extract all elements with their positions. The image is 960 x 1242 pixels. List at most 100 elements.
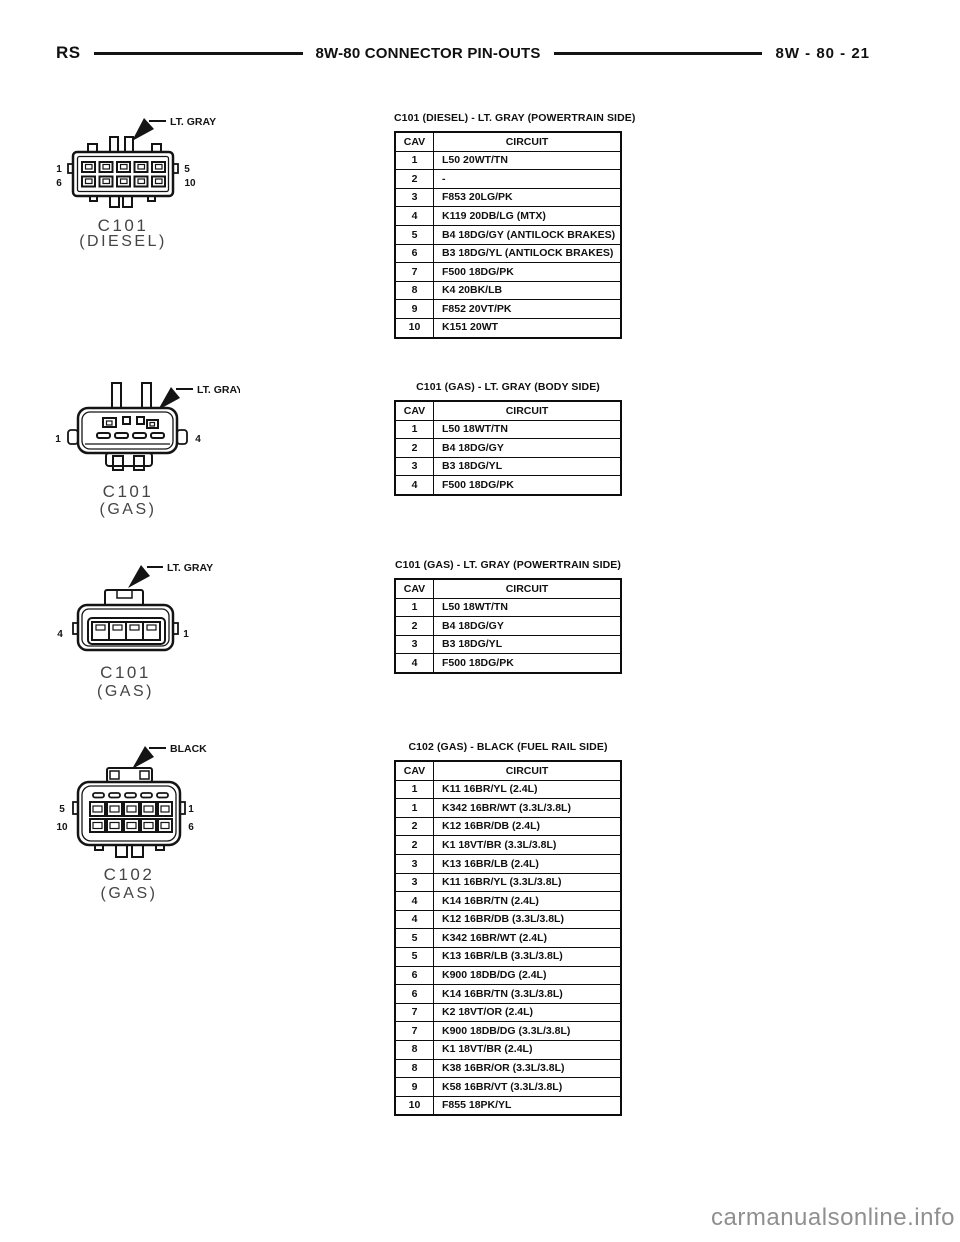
connector-drawing: LT. GRAY: [56, 116, 216, 208]
bottom-tabs: [89, 195, 156, 208]
cav-cell: 1: [394, 798, 434, 818]
bottom-tabs: [94, 844, 165, 858]
circuit-cell: K1 18VT/BR (3.3L/3.8L): [433, 835, 622, 855]
header-rule-right: [553, 51, 763, 55]
circuit-cell: K119 20DB/LG (MTX): [433, 206, 622, 226]
circuit-cell: F855 18PK/YL: [433, 1095, 622, 1116]
pin-number-label: 5: [184, 164, 190, 175]
connector-body-inner: [81, 785, 177, 842]
circuit-cell: F852 20VT/PK: [433, 299, 622, 319]
circuit-cell: K151 20WT: [433, 317, 622, 339]
pin-number-label: 4: [57, 629, 63, 640]
connector-color-label: LT. GRAY: [170, 116, 216, 128]
circuit-header: CIRCUIT: [433, 400, 622, 421]
connector-color-label: LT. GRAY: [197, 384, 240, 396]
circuit-cell: B4 18DG/GY: [433, 616, 622, 636]
circuit-cell: K900 18DB/DG (2.4L): [433, 965, 622, 986]
pin-number-label: 5: [59, 804, 65, 815]
cav-cell: 9: [394, 299, 434, 319]
cav-cell: 3: [394, 872, 434, 893]
pin-number-label: 10: [184, 178, 196, 189]
arrow-icon: [158, 387, 180, 410]
table-row: 2-: [394, 169, 622, 189]
top-prongs: [111, 382, 152, 410]
connector-body-inner: [81, 411, 174, 450]
cav-cell: 3: [394, 187, 434, 208]
top-tab: [104, 589, 144, 607]
connector-figure-c101-gas-powertrain: LT. GRAY 4 1 C101 (GAS): [50, 558, 225, 708]
cav-cell: 4: [394, 891, 434, 911]
circuit-cell: B3 18DG/YL: [433, 634, 622, 655]
page-number: 8W - 80 - 21: [775, 44, 871, 62]
pinout-table-c101-diesel: C101 (DIESEL) - LT. GRAY (POWERTRAIN SID…: [394, 112, 635, 339]
page-title: 8W-80 CONNECTOR PIN-OUTS: [315, 44, 541, 62]
cav-cell: 4: [394, 653, 434, 674]
circuit-cell: B3 18DG/YL: [433, 456, 622, 477]
circuit-cell: K11 16BR/YL (2.4L): [433, 779, 622, 800]
table-title: C101 (GAS) - LT. GRAY (BODY SIDE): [416, 381, 600, 393]
cav-cell: 2: [394, 169, 434, 189]
connector-figure-c101-gas-body: LT. GRAY: [50, 380, 240, 530]
circuit-cell: K900 18DB/DG (3.3L/3.8L): [433, 1021, 622, 1041]
cav-cell: 6: [394, 965, 434, 986]
cav-header: CAV: [394, 760, 434, 781]
cav-cell: 6: [394, 984, 434, 1004]
cav-cell: 5: [394, 928, 434, 948]
circuit-header: CIRCUIT: [433, 131, 622, 152]
arrow-icon: [128, 565, 150, 588]
circuit-cell: K14 16BR/TN (2.4L): [433, 891, 622, 911]
circuit-cell: K4 20BK/LB: [433, 280, 622, 301]
connector-drawing: BLACK: [56, 743, 207, 858]
pin-number-label: 6: [188, 822, 194, 833]
cav-cell: 2: [394, 835, 434, 855]
cav-cell: 9: [394, 1077, 434, 1097]
header-rule-left: [93, 51, 303, 55]
connector-name: C101: [97, 216, 149, 235]
cav-cell: 1: [394, 779, 434, 800]
connector-name: C102: [103, 865, 155, 884]
keyway-slots: [92, 792, 169, 799]
pin-grid: [81, 161, 166, 188]
table-title: C102 (GAS) - BLACK (FUEL RAIL SIDE): [408, 741, 608, 753]
circuit-cell: K13 16BR/LB (3.3L/3.8L): [433, 946, 622, 967]
pin-slots: [96, 432, 165, 439]
cav-cell: 10: [394, 1095, 434, 1116]
top-tabs: [87, 136, 162, 153]
circuit-cell: K13 16BR/LB (2.4L): [433, 853, 622, 874]
cav-header: CAV: [394, 400, 434, 421]
connector-variant: (DIESEL): [79, 233, 167, 250]
cav-cell: 4: [394, 909, 434, 930]
circuit-header: CIRCUIT: [433, 760, 622, 781]
cav-cell: 7: [394, 1021, 434, 1041]
page-header: RS 8W-80 CONNECTOR PIN-OUTS 8W - 80 - 21: [56, 42, 870, 64]
circuit-header: CIRCUIT: [433, 578, 622, 599]
arrow-icon: [132, 746, 154, 769]
circuit-cell: K2 18VT/OR (2.4L): [433, 1002, 622, 1023]
connector-body: [71, 150, 175, 198]
cav-cell: 8: [394, 1058, 434, 1079]
circuit-cell: K12 16BR/DB (3.3L/3.8L): [433, 909, 622, 930]
cav-cell: 3: [394, 634, 434, 655]
cav-cell: 7: [394, 262, 434, 282]
circuit-cell: K38 16BR/OR (3.3L/3.8L): [433, 1058, 622, 1079]
cav-cell: 1: [394, 597, 434, 618]
